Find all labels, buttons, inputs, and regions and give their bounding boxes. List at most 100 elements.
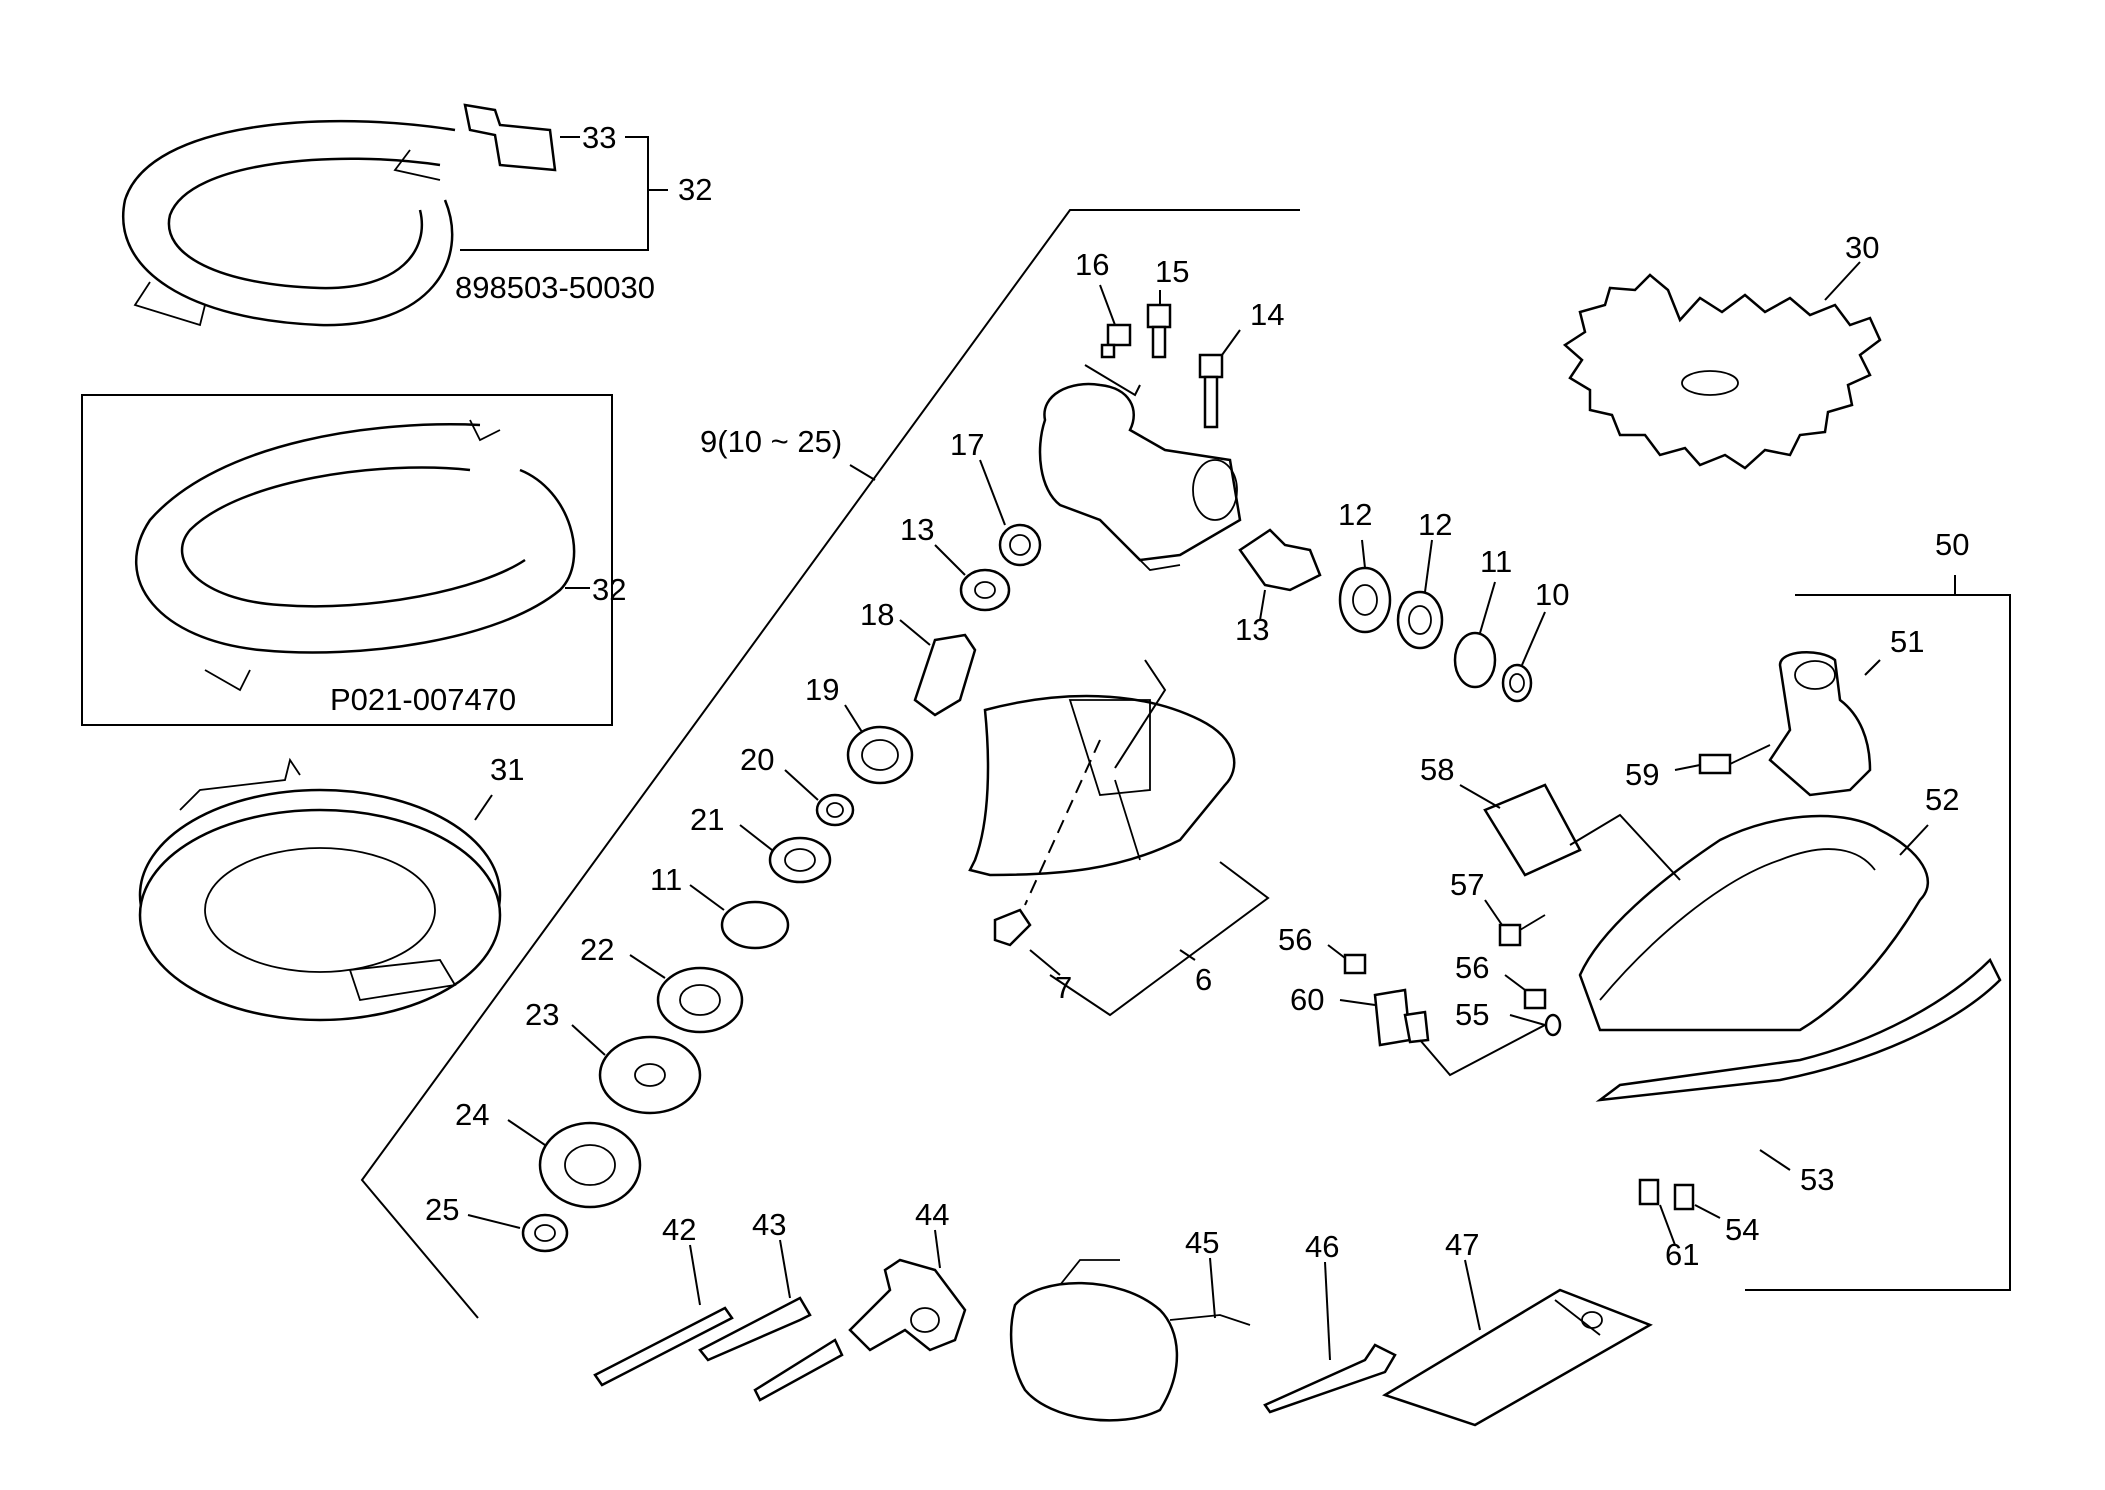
leaders-14-15-16 <box>1084 284 1241 397</box>
label-60: 60 <box>1290 982 1324 1017</box>
leaders-58 <box>1459 784 1681 881</box>
part-14-bolt <box>1198 353 1224 429</box>
leader-13-left <box>934 544 966 576</box>
label-15: 15 <box>1155 254 1189 289</box>
label-61: 61 <box>1665 1237 1699 1272</box>
part-54-bolt <box>1673 1183 1695 1211</box>
part-11-snap-ring-bottom <box>720 900 790 950</box>
part-11-snap-ring-top <box>1453 631 1497 689</box>
label-20: 20 <box>740 742 774 777</box>
leader-52 <box>1899 824 1929 856</box>
leader-56-right <box>1504 974 1526 991</box>
label-45: 45 <box>1185 1225 1219 1260</box>
part-61-bolt <box>1638 1178 1660 1206</box>
label-7: 7 <box>1055 970 1072 1005</box>
label-55: 55 <box>1455 997 1489 1032</box>
leader-19 <box>844 704 863 733</box>
label-13-left: 13 <box>900 512 934 547</box>
label-42: 42 <box>662 1212 696 1247</box>
part-60-bracket <box>1373 988 1430 1047</box>
part-17-bearing <box>998 523 1042 567</box>
label-22: 22 <box>580 932 614 967</box>
leader-11-bottom <box>689 884 725 911</box>
leader-17 <box>979 459 1006 526</box>
part-12-bearing-b <box>1396 590 1444 650</box>
part-18-shaft <box>913 633 977 717</box>
label-31: 31 <box>490 752 524 787</box>
part-15-bolt <box>1146 303 1172 359</box>
part-58-plate <box>1483 783 1582 877</box>
label-14: 14 <box>1250 297 1284 332</box>
leader-46 <box>1324 1261 1331 1361</box>
part-23-washer <box>598 1035 702 1115</box>
part-20-washer <box>815 793 855 827</box>
label-21: 21 <box>690 802 724 837</box>
label-51: 51 <box>1890 624 1924 659</box>
label-50: 50 <box>1935 527 1969 562</box>
leader-23 <box>571 1024 606 1056</box>
label-47: 47 <box>1445 1227 1479 1262</box>
part-7-bolt <box>993 908 1032 947</box>
leaders-60 <box>1339 999 1546 1077</box>
label-46: 46 <box>1305 1229 1339 1264</box>
part-32-band <box>122 119 456 327</box>
part-42-rod <box>593 1306 734 1387</box>
part-46-cable-tie <box>1263 1343 1397 1414</box>
label-56-right: 56 <box>1455 950 1489 985</box>
label-54: 54 <box>1725 1212 1759 1247</box>
label-10: 10 <box>1535 577 1569 612</box>
part-56-nut-right <box>1523 988 1547 1010</box>
part-25-nut <box>521 1213 569 1253</box>
label-53: 53 <box>1800 1162 1834 1197</box>
leader-31 <box>474 794 493 821</box>
label-19: 19 <box>805 672 839 707</box>
label-59: 59 <box>1625 757 1659 792</box>
leader-18 <box>899 619 931 646</box>
leader-55 <box>1509 1014 1546 1026</box>
label-17: 17 <box>950 427 984 462</box>
label-6: 6 <box>1195 962 1212 997</box>
group-outline-50 <box>1745 575 2011 1291</box>
label-57: 57 <box>1450 867 1484 902</box>
leader-43 <box>779 1239 791 1299</box>
guard-fixing-axis <box>1024 739 1101 906</box>
leader-13-right <box>1259 589 1266 621</box>
label-52: 52 <box>1925 782 1959 817</box>
part-13-gear-right <box>1238 528 1322 592</box>
leader-22 <box>629 954 666 979</box>
part-19-bearing <box>846 725 914 785</box>
part-30-blade <box>1562 273 1882 470</box>
leader-45 <box>1209 1257 1216 1319</box>
label-44: 44 <box>915 1197 949 1232</box>
label-18: 18 <box>860 597 894 632</box>
label-32-top: 32 <box>678 172 712 207</box>
part-59-bolt <box>1698 744 1771 775</box>
leader-44 <box>934 1229 941 1269</box>
label-12-b: 12 <box>1418 507 1452 542</box>
label-24: 24 <box>455 1097 489 1132</box>
part-52-guard-frame <box>1578 814 1930 1032</box>
part-21-bearing <box>768 836 832 884</box>
leader-32-33 <box>460 136 668 251</box>
leader-57 <box>1484 899 1503 926</box>
label-9: 9(10 ~ 25) <box>700 424 842 459</box>
part-57-bolt <box>1498 914 1546 947</box>
part-55-clip <box>1544 1013 1562 1037</box>
leader-30 <box>1824 261 1861 301</box>
leader-11-top <box>1479 581 1496 634</box>
part-44-box-wrench <box>848 1258 967 1352</box>
label-11-top: 11 <box>1480 544 1512 579</box>
leader-21 <box>739 824 773 851</box>
leaders-6-7 <box>1029 659 1270 1017</box>
part-31-band <box>138 757 502 1022</box>
leader-53 <box>1759 1149 1791 1171</box>
part-33-clip <box>463 103 557 172</box>
part-24-cover <box>538 1121 642 1209</box>
part-53-skirt <box>1595 957 2002 1102</box>
label-12-a: 12 <box>1338 497 1372 532</box>
leader-9 <box>849 464 876 481</box>
part-number-P021: P021-007470 <box>330 682 516 717</box>
part-22-holder <box>656 966 744 1034</box>
label-23: 23 <box>525 997 559 1032</box>
label-25: 25 <box>425 1192 459 1227</box>
